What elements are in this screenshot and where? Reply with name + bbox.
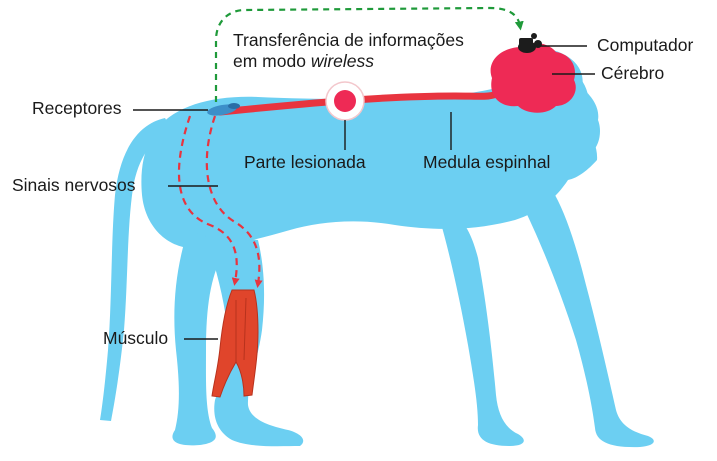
monkey-silhouette	[100, 47, 654, 448]
transfer-label-italic: wireless	[310, 51, 375, 71]
leader-lines	[133, 45, 595, 340]
transfer-label-prefix: em modo	[233, 51, 311, 71]
computer-label: Computador	[597, 35, 694, 55]
receptors-shape	[207, 103, 240, 116]
computer-chip-icon	[518, 33, 542, 53]
muscle-label: Músculo	[103, 328, 169, 348]
transfer-label: Transferência de informações em modo wir…	[233, 30, 464, 72]
muscle-shape	[211, 289, 259, 398]
receptors-label: Receptores	[32, 98, 122, 118]
rear-leg-far	[172, 230, 228, 446]
front-leg-far	[440, 215, 524, 446]
nerve-signal-arrow-right	[205, 115, 263, 288]
nerve-signal-arrow-left	[177, 115, 240, 286]
injury-spot	[325, 81, 365, 121]
body	[141, 70, 598, 249]
injured-part-label: Parte lesionada	[244, 152, 366, 172]
brain-label: Cérebro	[601, 63, 665, 83]
transfer-label-line2: em modo wireless	[233, 51, 464, 72]
tail	[100, 118, 172, 421]
spinal-cord-label: Medula espinhal	[423, 152, 551, 172]
nerve-signals-label: Sinais nervosos	[12, 175, 136, 195]
brain-shape	[490, 42, 576, 113]
transfer-label-line1: Transferência de informações	[233, 30, 464, 50]
front-leg-near	[520, 195, 654, 448]
